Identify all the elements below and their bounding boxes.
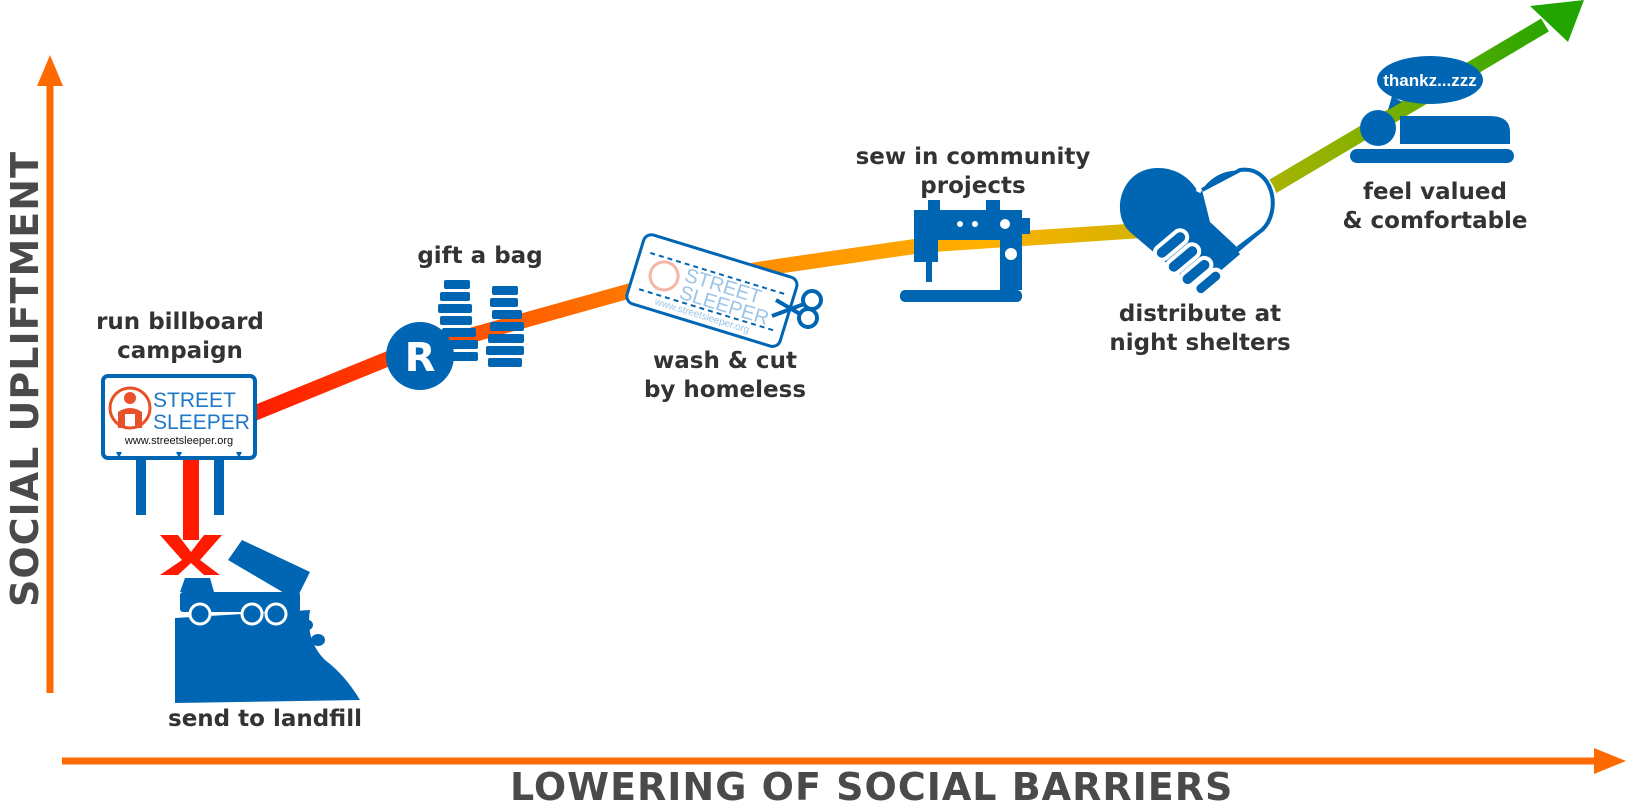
x-axis-arrow <box>62 748 1626 774</box>
handshake-heart-icon <box>1119 165 1279 298</box>
sleeping-person-icon: thankz...zzz <box>1350 56 1514 163</box>
billboard-line2: SLEEPER <box>153 411 250 434</box>
sewing-machine-icon <box>900 200 1030 302</box>
step-label-line: feel valued <box>1363 179 1507 205</box>
step-label-valued: feel valued & comfortable <box>1320 178 1550 236</box>
step-label-line: & comfortable <box>1342 208 1528 234</box>
step-label-line: sew in community <box>855 144 1091 170</box>
step-label-line: run billboard <box>96 309 264 335</box>
step-label-line: gift a bag <box>417 243 543 269</box>
y-axis-arrow <box>37 55 63 693</box>
step-label-line: wash & cut <box>653 348 797 374</box>
y-axis-label: SOCIAL UPLIFTMENT <box>3 151 47 607</box>
scissors-bag-icon: STREET SLEEPER www.streetsleeper.org <box>625 233 823 348</box>
step-label-sew: sew in community projects <box>838 143 1108 201</box>
step-label-billboard: run billboard campaign <box>80 308 280 366</box>
reject-x-icon <box>160 460 222 575</box>
billboard-url: www.streetsleeper.org <box>124 435 233 447</box>
dump-truck-landfill-icon <box>175 540 360 703</box>
step-label-wash: wash & cut by homeless <box>610 347 840 405</box>
billboard-icon: STREET SLEEPER www.streetsleeper.org <box>101 374 257 515</box>
step-label-line: campaign <box>117 338 243 364</box>
rand-coins-icon: R <box>386 280 524 390</box>
x-axis-label: LOWERING OF SOCIAL BARRIERS <box>510 765 1234 809</box>
step-label-line: by homeless <box>643 377 807 403</box>
progress-arrowhead <box>1530 0 1584 42</box>
step-label-gift: gift a bag <box>380 242 580 271</box>
alternative-label: send to landfill <box>150 705 380 734</box>
step-label-line: distribute at <box>1118 301 1282 327</box>
speech-bubble-text: thankz...zzz <box>1383 71 1477 90</box>
billboard-line1: STREET <box>153 389 236 412</box>
step-label-distribute: distribute at night shelters <box>1085 300 1315 358</box>
coin-symbol: R <box>405 335 436 381</box>
step-label-line: projects <box>920 173 1026 199</box>
step-label-line: night shelters <box>1109 330 1291 356</box>
alternative-label-text: send to landfill <box>168 706 362 732</box>
